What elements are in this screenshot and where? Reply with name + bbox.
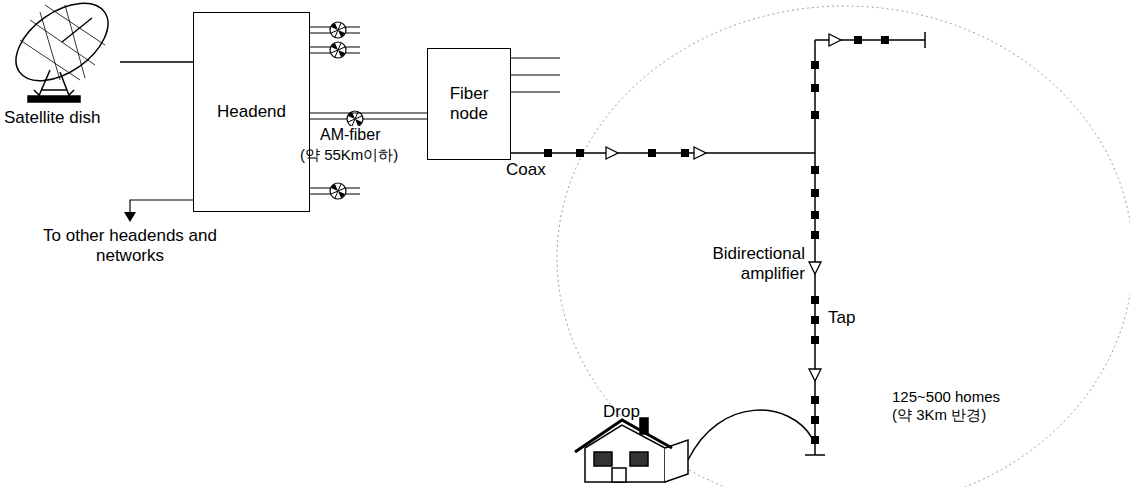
amplifier-symbol — [694, 147, 706, 159]
amplifier-symbol — [606, 147, 618, 159]
tap-symbol — [576, 149, 584, 157]
satellite-dish — [2, 0, 122, 102]
drop-cable — [688, 410, 812, 460]
fiber-connector — [330, 22, 346, 38]
tap-symbol — [681, 149, 689, 157]
connectors — [310, 113, 427, 114]
fiber-connector — [330, 42, 346, 58]
house — [575, 418, 688, 482]
tap-symbol — [811, 416, 819, 424]
node-label: Fiber node — [428, 80, 510, 127]
edge-label: AM-fiber — [318, 126, 382, 144]
coax-trunk — [505, 32, 925, 455]
node-label: Headend — [211, 98, 292, 126]
annotation-label: (약 55Km이하) — [300, 146, 430, 164]
fiber-connectors — [330, 22, 363, 199]
tap-symbol — [811, 84, 819, 92]
tap-symbol — [811, 396, 819, 404]
tap-symbol — [811, 61, 819, 69]
tap-symbol — [811, 296, 819, 304]
service-area — [557, 6, 1130, 487]
tap-symbol — [811, 316, 819, 324]
tap-symbol — [811, 166, 819, 174]
tap-symbol — [854, 36, 862, 44]
annotation-label: Drop — [603, 402, 663, 422]
annotation-label: Bidirectional amplifier — [690, 244, 805, 285]
process-box: Fiber node — [427, 48, 511, 160]
annotation-label: To other headends and networks — [30, 226, 230, 267]
annotation-label: Tap — [828, 308, 878, 328]
leader-line — [130, 200, 193, 214]
tap-symbol — [811, 211, 819, 219]
tap-symbol — [648, 149, 656, 157]
taps — [544, 34, 889, 444]
tap-symbol — [811, 111, 819, 119]
annotation-label: 125~500 homes (약 3Km 반경) — [892, 388, 1017, 424]
tap-symbol — [811, 336, 819, 344]
amplifier-symbol — [809, 262, 821, 274]
annotation-label: Coax — [506, 160, 566, 180]
tap-symbol — [811, 231, 819, 239]
fiber-connector-line — [310, 112, 427, 113]
tap-symbol — [881, 36, 889, 44]
amplifier-symbol — [829, 34, 841, 46]
tap-symbol — [811, 189, 819, 197]
fiber-connector — [330, 183, 346, 199]
annotation-label: Satellite dish — [4, 108, 144, 128]
tap-symbol — [544, 149, 552, 157]
process-box: Headend — [193, 12, 310, 212]
amplifier-symbol — [809, 369, 821, 381]
